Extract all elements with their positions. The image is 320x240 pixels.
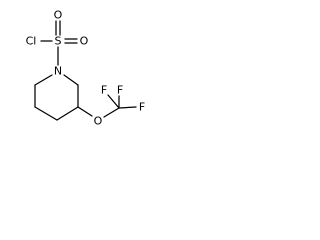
atom-f-top: F [117, 84, 123, 97]
bond-c3-o [77, 106, 93, 117]
atom-s: S [55, 35, 62, 48]
atom-o-ether: O [94, 115, 103, 128]
atom-f-right: F [139, 101, 145, 114]
chemical-structure-diagram: Cl S O O N O F F F [26, 9, 146, 128]
bond-c-f-right [118, 106, 137, 109]
bond-c2-n [63, 74, 79, 86]
bond-c4-c3 [56, 106, 79, 121]
atom-f-left: F [101, 84, 107, 97]
bond-n-c6 [34, 74, 53, 86]
atom-labels: Cl S O O N O F F F [26, 9, 146, 128]
atom-cl: Cl [26, 35, 37, 48]
bond-c5-c4 [34, 106, 58, 121]
atom-o-right: O [80, 35, 89, 48]
atom-n: N [54, 65, 62, 78]
bond-o-cf3 [103, 107, 120, 118]
atom-o-top: O [54, 9, 63, 22]
bonds [34, 20, 137, 121]
bond-c-f-left [107, 94, 120, 109]
